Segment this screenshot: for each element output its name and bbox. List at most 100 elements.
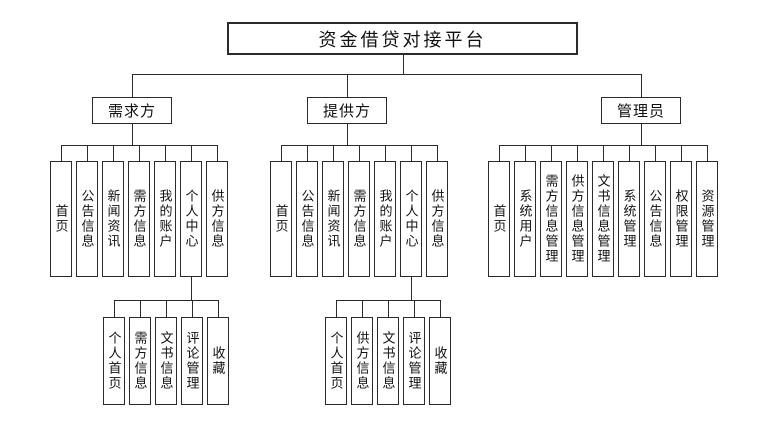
- branch-node-admin: 管理员: [601, 97, 681, 124]
- leaf-node-label: 供方信息: [209, 189, 225, 249]
- leaf-node-label: 收藏: [432, 346, 448, 376]
- branch-node-demand: 需求方: [92, 97, 172, 124]
- leaf-node-label: 个人中心: [403, 189, 419, 249]
- leaf-node: 供方信息: [206, 161, 228, 277]
- leaf-node-label: 评论管理: [406, 331, 422, 391]
- connector-line: [347, 74, 348, 98]
- leaf-node-label: 我的账户: [377, 189, 393, 249]
- leaf-node-label: 权限管理: [673, 189, 689, 249]
- leaf-node: 资源管理: [696, 161, 718, 277]
- root-node: 资金借贷对接平台: [227, 22, 578, 55]
- leaf-node: 收藏: [429, 317, 451, 405]
- leaf-node: 个人首页: [103, 317, 125, 405]
- connector-line: [191, 276, 192, 301]
- connector-line: [114, 300, 115, 318]
- leaf-node: 我的账户: [154, 161, 176, 277]
- connector-line: [132, 74, 642, 75]
- leaf-node-label: 文书信息: [158, 331, 174, 391]
- connector-line: [385, 145, 386, 162]
- leaf-node-label: 首页: [273, 204, 289, 234]
- connector-line: [641, 123, 642, 146]
- leaf-node: 首页: [488, 161, 510, 277]
- connector-line: [403, 55, 404, 75]
- connector-line: [132, 123, 133, 146]
- connector-line: [192, 300, 193, 318]
- leaf-node: 需方信息: [348, 161, 370, 277]
- connector-line: [440, 300, 441, 318]
- leaf-node: 供方信息: [351, 317, 373, 405]
- leaf-node: 个人中心: [400, 161, 422, 277]
- connector-line: [140, 300, 141, 318]
- leaf-node: 首页: [270, 161, 292, 277]
- leaf-node: 文书信息: [377, 317, 399, 405]
- leaf-node: 公告信息: [76, 161, 98, 277]
- leaf-node: 系统用户: [514, 161, 536, 277]
- connector-line: [655, 145, 656, 162]
- leaf-node: 需方信息: [128, 161, 150, 277]
- connector-line: [217, 145, 218, 162]
- connector-line: [414, 300, 415, 318]
- leaf-node: 文书信息管理: [592, 161, 614, 277]
- leaf-node: 个人首页: [325, 317, 347, 405]
- leaf-node: 公告信息: [644, 161, 666, 277]
- leaf-node-label: 需方信息: [351, 189, 367, 249]
- connector-line: [191, 145, 192, 162]
- connector-line: [499, 145, 500, 162]
- leaf-node: 评论管理: [181, 317, 203, 405]
- connector-line: [87, 145, 88, 162]
- branch-node-provider-label: 提供方: [322, 104, 371, 120]
- leaf-node-label: 首页: [491, 204, 507, 234]
- connector-line: [139, 145, 140, 162]
- connector-line: [336, 300, 337, 318]
- leaf-node-label: 需方信息: [132, 331, 148, 391]
- leaf-node-label: 文书信息: [380, 331, 396, 391]
- connector-line: [113, 145, 114, 162]
- connector-line: [525, 145, 526, 162]
- leaf-node: 公告信息: [296, 161, 318, 277]
- leaf-node-label: 供方信息: [354, 331, 370, 391]
- branch-node-provider: 提供方: [307, 97, 387, 124]
- connector-line: [603, 145, 604, 162]
- leaf-node: 个人中心: [180, 161, 202, 277]
- leaf-node-label: 需方信息管理: [543, 174, 559, 264]
- leaf-node-label: 文书信息管理: [595, 174, 611, 264]
- connector-line: [307, 145, 308, 162]
- leaf-node-label: 公告信息: [79, 189, 95, 249]
- connector-line: [218, 300, 219, 318]
- leaf-node-label: 首页: [53, 204, 69, 234]
- leaf-node: 系统管理: [618, 161, 640, 277]
- connector-line: [577, 145, 578, 162]
- connector-line: [681, 145, 682, 162]
- connector-line: [61, 145, 62, 162]
- root-node-label: 资金借贷对接平台: [318, 29, 487, 50]
- leaf-node: 新闻资讯: [322, 161, 344, 277]
- connector-line: [707, 145, 708, 162]
- connector-line: [347, 123, 348, 146]
- leaf-node-label: 需方信息: [131, 189, 147, 249]
- leaf-node-label: 公告信息: [647, 189, 663, 249]
- leaf-node-label: 个人首页: [328, 331, 344, 391]
- connector-line: [132, 74, 133, 98]
- leaf-node: 收藏: [207, 317, 229, 405]
- connector-line: [281, 145, 282, 162]
- leaf-node-label: 新闻资讯: [325, 189, 341, 249]
- connector-line: [629, 145, 630, 162]
- leaf-node-label: 新闻资讯: [105, 189, 121, 249]
- leaf-node-label: 个人中心: [183, 189, 199, 249]
- leaf-node: 需方信息: [129, 317, 151, 405]
- leaf-node: 需方信息管理: [540, 161, 562, 277]
- branch-node-admin-label: 管理员: [616, 104, 665, 120]
- leaf-node-label: 系统用户: [517, 189, 533, 249]
- connector-line: [641, 74, 642, 98]
- leaf-node-label: 系统管理: [621, 189, 637, 249]
- leaf-node: 供方信息: [426, 161, 448, 277]
- connector-line: [551, 145, 552, 162]
- leaf-node: 文书信息: [155, 317, 177, 405]
- connector-line: [437, 145, 438, 162]
- leaf-node: 我的账户: [374, 161, 396, 277]
- leaf-node: 评论管理: [403, 317, 425, 405]
- connector-line: [411, 145, 412, 162]
- leaf-node-label: 公告信息: [299, 189, 315, 249]
- leaf-node: 供方信息管理: [566, 161, 588, 277]
